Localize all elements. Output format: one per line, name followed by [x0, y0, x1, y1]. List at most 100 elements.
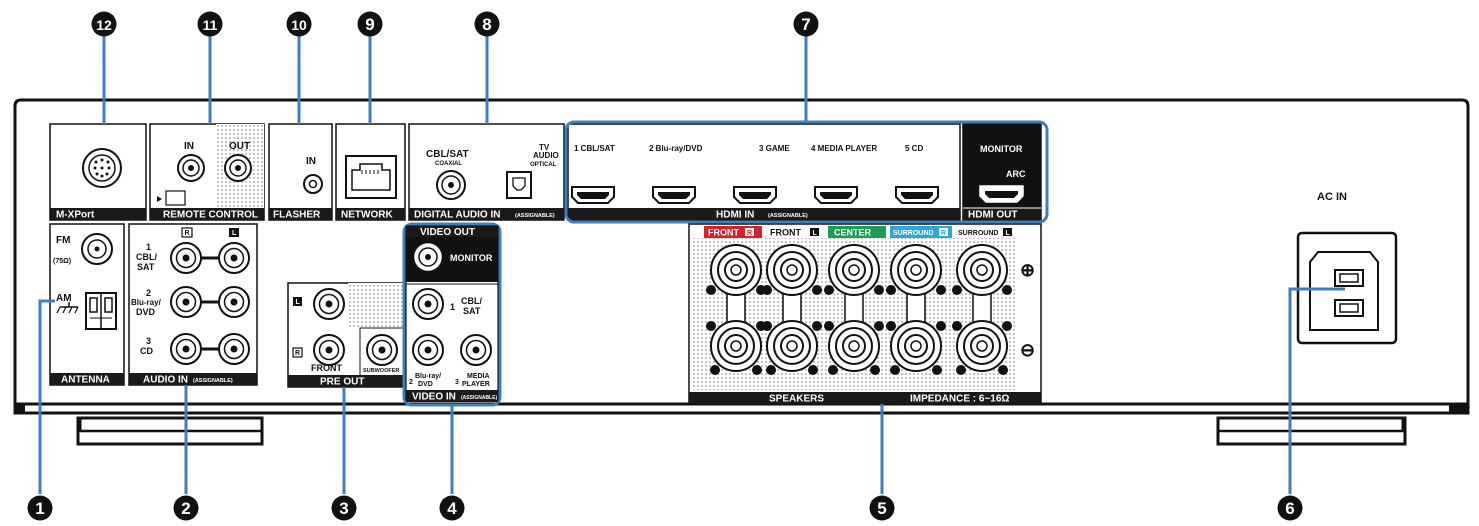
hdmi-arc-label: ARC [1006, 169, 1026, 179]
svg-text:9: 9 [365, 15, 374, 34]
svg-text:L: L [813, 230, 818, 237]
remote-out-jack[interactable] [224, 154, 252, 182]
callout-4: 4 [439, 495, 465, 521]
callout-10: 10 [286, 11, 312, 37]
pre-out-front-r-jack[interactable] [313, 334, 345, 366]
audio-input-3-rca-pair[interactable] [170, 333, 250, 365]
callout-6: 6 [1277, 495, 1303, 521]
speaker-tag-front-r: FRONT R [704, 226, 762, 238]
antenna-section: ANTENNA FM (75Ω) AM [49, 223, 125, 386]
video-input-3-num: 3 [455, 379, 459, 386]
speaker-terminal-center[interactable] [824, 244, 884, 375]
speaker-tag-center: CENTER [828, 226, 886, 238]
fm-label: FM [56, 235, 70, 246]
antenna-label: ANTENNA [61, 375, 110, 386]
hdmi-port-label-4: 4 MEDIA PLAYER [811, 144, 877, 153]
ac-inlet[interactable] [1296, 231, 1398, 345]
speaker-terminal-front-l[interactable] [762, 244, 822, 375]
hdmi-in-port-4[interactable] [814, 186, 858, 204]
svg-text:R: R [185, 230, 190, 237]
network-section: NETWORK [335, 123, 406, 221]
speakers-section: SPEAKERS IMPEDANCE : 6~16Ω FRONT R FRONT… [688, 223, 1042, 405]
pre-out-front-l-jack[interactable] [313, 288, 345, 320]
hdmi-in-port-2[interactable] [652, 186, 696, 204]
svg-text:FRONT: FRONT [708, 228, 739, 238]
pre-out-subwoofer-jack[interactable] [366, 334, 398, 366]
svg-text:R: R [941, 230, 946, 237]
optical-tv-label: TV [539, 143, 550, 152]
ethernet-port-icon[interactable] [345, 155, 397, 199]
hdmi-in-section: HDMI IN (ASSIGNABLE) 1 CBL/SAT 2 Blu-ray… [567, 123, 961, 221]
audio-input-3-num: 3 [146, 336, 151, 346]
video-input-3-jack[interactable] [460, 334, 492, 366]
callout-3: 3 [331, 495, 357, 521]
svg-text:6: 6 [1285, 499, 1294, 518]
svg-text:CENTER: CENTER [834, 228, 872, 238]
fm-antenna-jack[interactable] [81, 233, 113, 265]
optical-label: OPTICAL [530, 162, 557, 168]
svg-text:SURROUND: SURROUND [958, 230, 998, 237]
audio-input-2-line2: DVD [136, 307, 156, 317]
hdmi-in-port-3[interactable] [733, 186, 777, 204]
audio-input-1-line2: SAT [137, 262, 155, 272]
hdmi-in-port-1[interactable] [571, 186, 615, 204]
speaker-terminal-surround-r[interactable] [886, 244, 946, 375]
ir-sensor-icon [157, 190, 186, 206]
callout-9: 9 [357, 11, 383, 37]
svg-text:5: 5 [877, 499, 886, 518]
remote-in-jack[interactable] [177, 154, 205, 182]
callout-12: 12 [91, 11, 117, 37]
digital-assignable-label: (ASSIGNABLE) [515, 213, 555, 219]
remote-in-label: IN [184, 141, 194, 152]
mxport-label: M-XPort [56, 210, 95, 221]
audio-input-2-rca-pair[interactable] [170, 286, 250, 318]
digital-audio-in-section: DIGITAL AUDIO IN (ASSIGNABLE) CBL/SAT CO… [408, 123, 565, 221]
video-input-1-jack[interactable] [412, 288, 444, 320]
optical-audio-label: AUDIO [533, 151, 559, 160]
video-input-2-jack[interactable] [412, 334, 444, 366]
fm-ohm-label: (75Ω) [53, 258, 71, 265]
optical-jack[interactable] [506, 171, 532, 199]
remote-out-label: OUT [229, 141, 250, 152]
svg-text:3: 3 [339, 499, 348, 518]
mxport-connector[interactable] [82, 148, 122, 188]
pre-out-front-label: FRONT [311, 363, 342, 373]
pre-out-l-badge: L [293, 297, 302, 306]
video-input-3-line2: PLAYER [462, 381, 490, 388]
hdmi-out-port[interactable] [979, 185, 1024, 203]
am-antenna-terminal[interactable] [85, 292, 117, 330]
ground-icon [56, 302, 79, 314]
svg-text:2: 2 [181, 499, 190, 518]
video-in-label: VIDEO IN [412, 392, 456, 403]
hdmi-port-label-3: 3 GAME [759, 144, 790, 153]
coaxial-jack[interactable] [436, 170, 466, 200]
audio-in-label: AUDIO IN [143, 375, 188, 386]
flasher-in-label: IN [306, 156, 316, 167]
audio-input-1-num: 1 [146, 242, 151, 252]
video-input-3-line1: MEDIA [467, 373, 490, 380]
callout-2: 2 [173, 495, 199, 521]
video-input-2-num: 2 [409, 379, 413, 386]
speaker-terminal-front-r[interactable] [706, 244, 766, 375]
hdmi-in-assignable-label: (ASSIGNABLE) [768, 213, 808, 219]
audio-input-1-rca-pair[interactable] [170, 242, 250, 274]
pre-out-label: PRE OUT [320, 377, 364, 388]
video-input-1-num: 1 [450, 302, 455, 312]
ac-in-label: AC IN [1317, 191, 1347, 203]
audio-input-1-line1: CBL/ [136, 252, 157, 262]
svg-text:12: 12 [96, 17, 112, 33]
hdmi-in-port-5[interactable] [895, 186, 939, 204]
flasher-in-jack[interactable] [303, 174, 323, 194]
speaker-terminal-surround-l[interactable] [952, 244, 1012, 375]
svg-text:R: R [747, 230, 752, 237]
video-input-1-line2: SAT [463, 306, 481, 316]
right-foot [1216, 416, 1407, 446]
speaker-minus-icon: ⊖ [1020, 340, 1035, 360]
impedance-label: IMPEDANCE : 6~16Ω [910, 394, 1009, 405]
digital-audio-in-label: DIGITAL AUDIO IN [414, 210, 500, 221]
ac-in-section: AC IN [1296, 191, 1398, 345]
hdmi-monitor-label: MONITOR [980, 144, 1023, 154]
hdmi-out-section: HDMI OUT MONITOR ARC [962, 123, 1042, 221]
video-monitor-out-jack[interactable] [414, 243, 442, 271]
